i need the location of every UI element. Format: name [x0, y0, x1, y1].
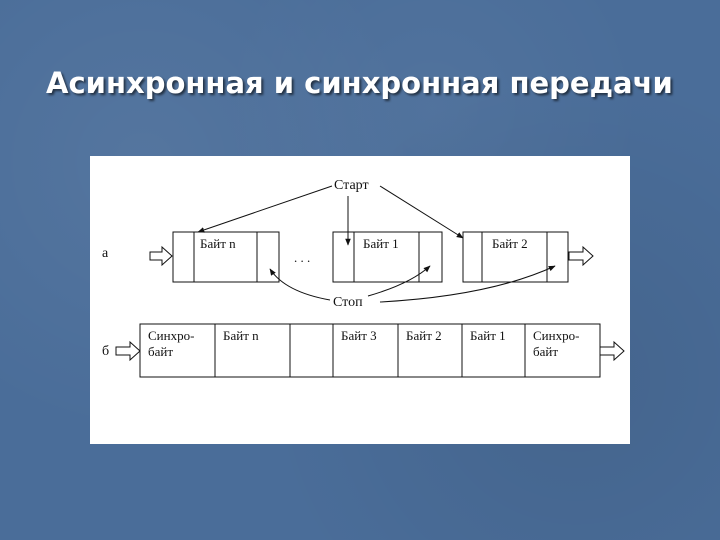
- stop-arrow-frame-3: [379, 265, 556, 303]
- row-a-label: а: [102, 246, 109, 261]
- async-frame-byte-1: Байт 1: [332, 231, 443, 283]
- cell-byte-n: Байт n: [223, 328, 259, 343]
- row-a-output-arrow: [568, 245, 594, 267]
- cell-byte-2: Байт 2: [406, 328, 442, 343]
- async-frame-byte-n: Байт n: [172, 231, 280, 283]
- start-arrow-frame-3: [379, 185, 464, 239]
- sync-byte-right-line2: байт: [533, 344, 558, 359]
- cell-byte-3: Байт 3: [341, 328, 377, 343]
- stop-arrow-frame-2: [367, 265, 431, 297]
- sync-block: Синхро- байт Байт n Байт 3 Байт 2 Байт 1…: [139, 323, 601, 378]
- stop-label: Стоп: [333, 295, 363, 310]
- start-arrow-frame-1: [197, 185, 333, 233]
- row-a-input-arrow: [149, 245, 173, 267]
- async-frame-byte-2: Байт 2: [462, 231, 569, 283]
- row-b-input-arrow: [115, 340, 141, 362]
- frame-byte-label: Байт n: [200, 236, 236, 251]
- ellipsis: . . .: [294, 250, 310, 265]
- sync-byte-left-line2: байт: [148, 344, 173, 359]
- row-b-output-arrow: [599, 340, 625, 362]
- frame-byte-label: Байт 2: [492, 236, 528, 251]
- row-b-label: б: [102, 344, 109, 359]
- slide-title: Асинхронная и синхронная передачи: [46, 66, 673, 100]
- sync-byte-left-line1: Синхро-: [148, 328, 194, 343]
- frame-byte-label: Байт 1: [363, 236, 399, 251]
- stop-arrow-frame-1: [269, 268, 331, 301]
- cell-byte-1: Байт 1: [470, 328, 506, 343]
- diagram-svg: а Байт n . . . Байт 1 Байт 2: [102, 178, 625, 378]
- transmission-diagram: а Байт n . . . Байт 1 Байт 2: [90, 156, 630, 444]
- start-label: Старт: [334, 178, 369, 193]
- sync-byte-right-line1: Синхро-: [533, 328, 579, 343]
